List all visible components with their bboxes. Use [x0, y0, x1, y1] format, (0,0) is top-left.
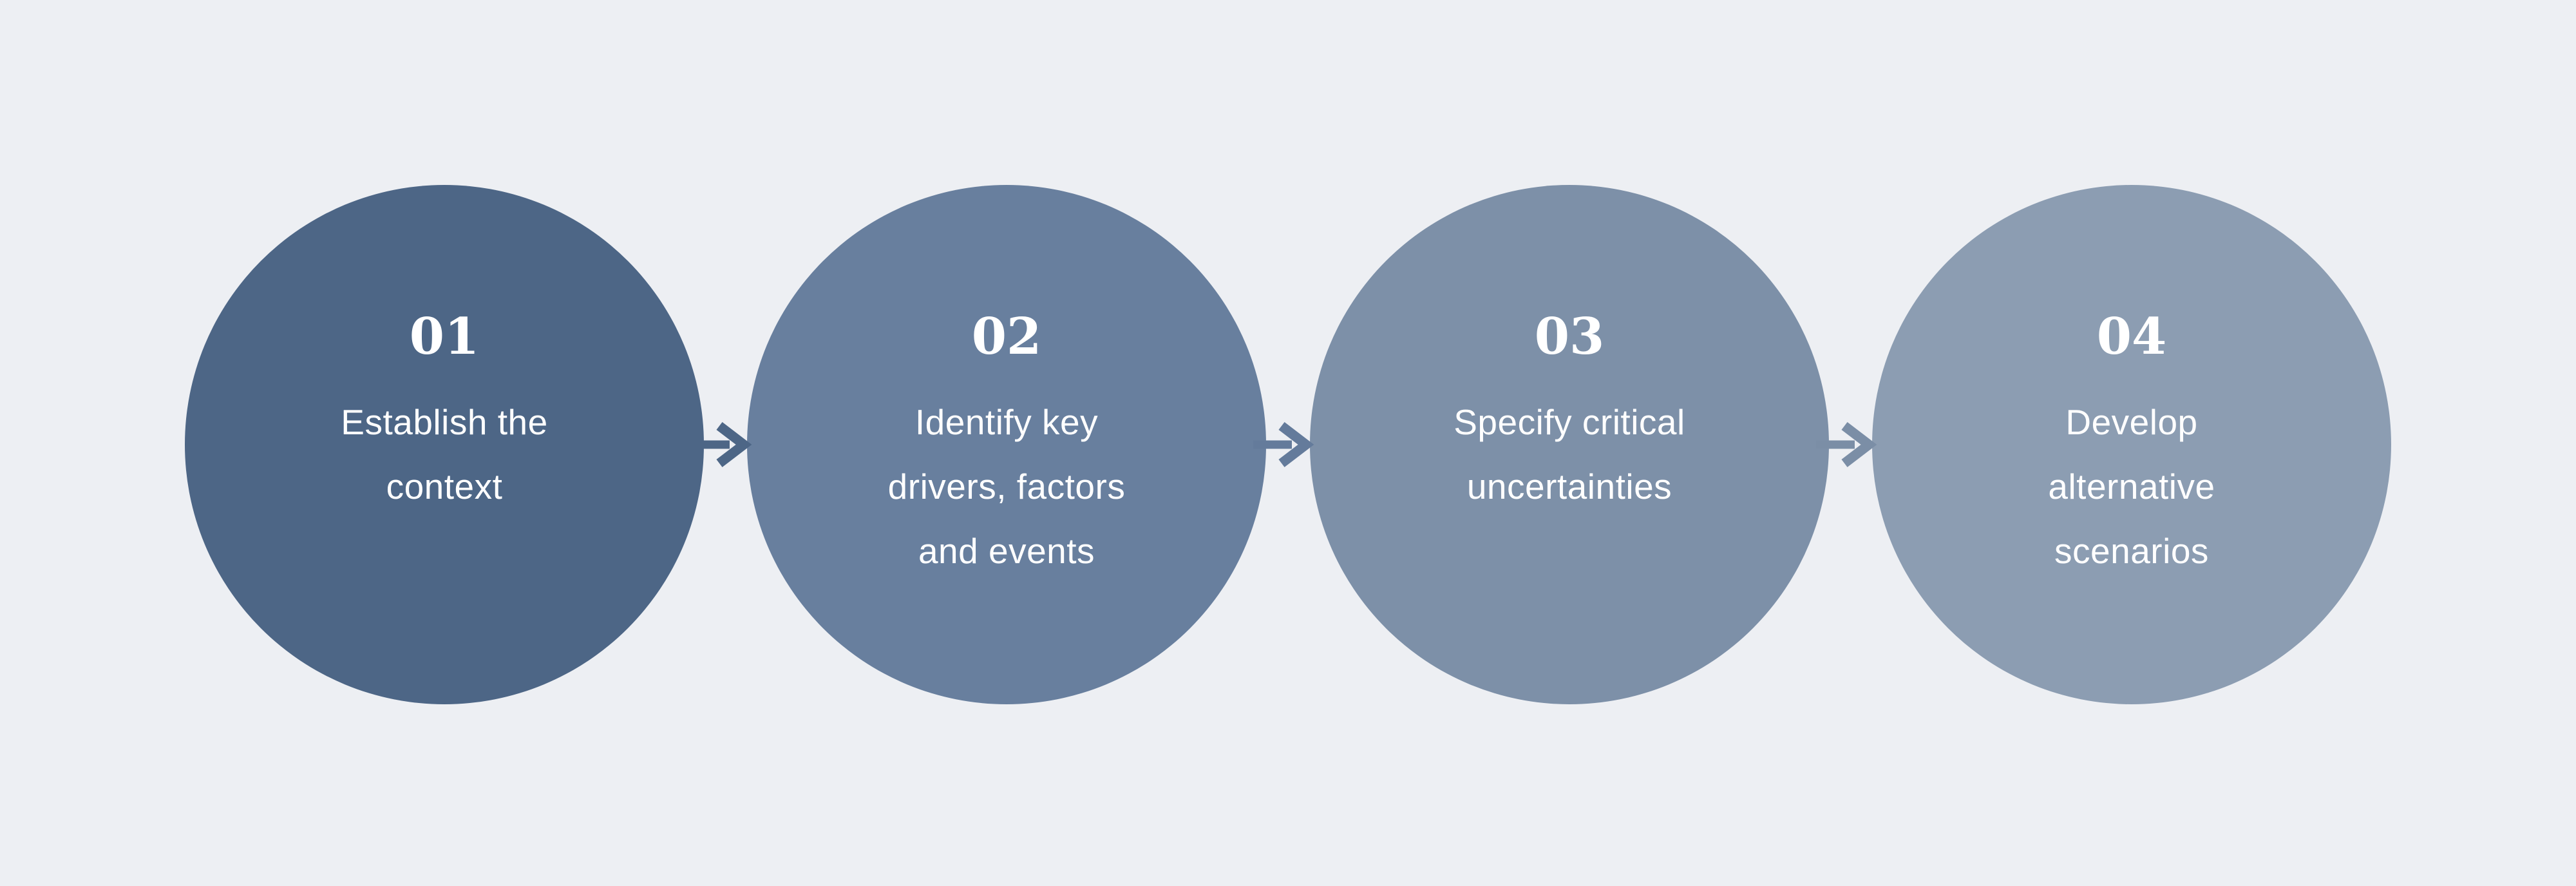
arrow-right-icon [691, 422, 752, 467]
step-circle-2: 02 Identify key drivers, factors and eve… [747, 185, 1266, 704]
step-circle-4: 04 Develop alternative scenarios [1872, 185, 2391, 704]
step-label-line: drivers, factors [887, 467, 1126, 506]
step-circle-3: 03 Specify critical uncertainties [1310, 185, 1829, 704]
step-number-2: 02 [971, 307, 1042, 366]
step-label-4: Develop alternative scenarios [1872, 390, 2391, 583]
step-number-3: 03 [1534, 307, 1605, 366]
step-label-1: Establish the context [185, 390, 704, 519]
step-label-2: Identify key drivers, factors and events [747, 390, 1266, 583]
step-label-line: Specify critical [1454, 402, 1685, 442]
arrow-right-icon [1816, 422, 1877, 467]
step-number-1: 01 [409, 307, 480, 366]
step-circle-1: 01 Establish the context [185, 185, 704, 704]
step-label-line: uncertainties [1466, 467, 1672, 506]
arrow-right-icon [1253, 422, 1314, 467]
step-number-4: 04 [2096, 307, 2167, 366]
step-label-line: context [386, 467, 503, 506]
step-label-3: Specify critical uncertainties [1310, 390, 1829, 519]
step-label-line: alternative [2048, 467, 2215, 506]
step-label-line: Establish the [341, 402, 548, 442]
step-label-line: Develop [2065, 402, 2198, 442]
step-label-line: Identify key [914, 402, 1099, 442]
step-label-line: scenarios [2054, 531, 2209, 571]
step-label-line: and events [918, 531, 1095, 571]
